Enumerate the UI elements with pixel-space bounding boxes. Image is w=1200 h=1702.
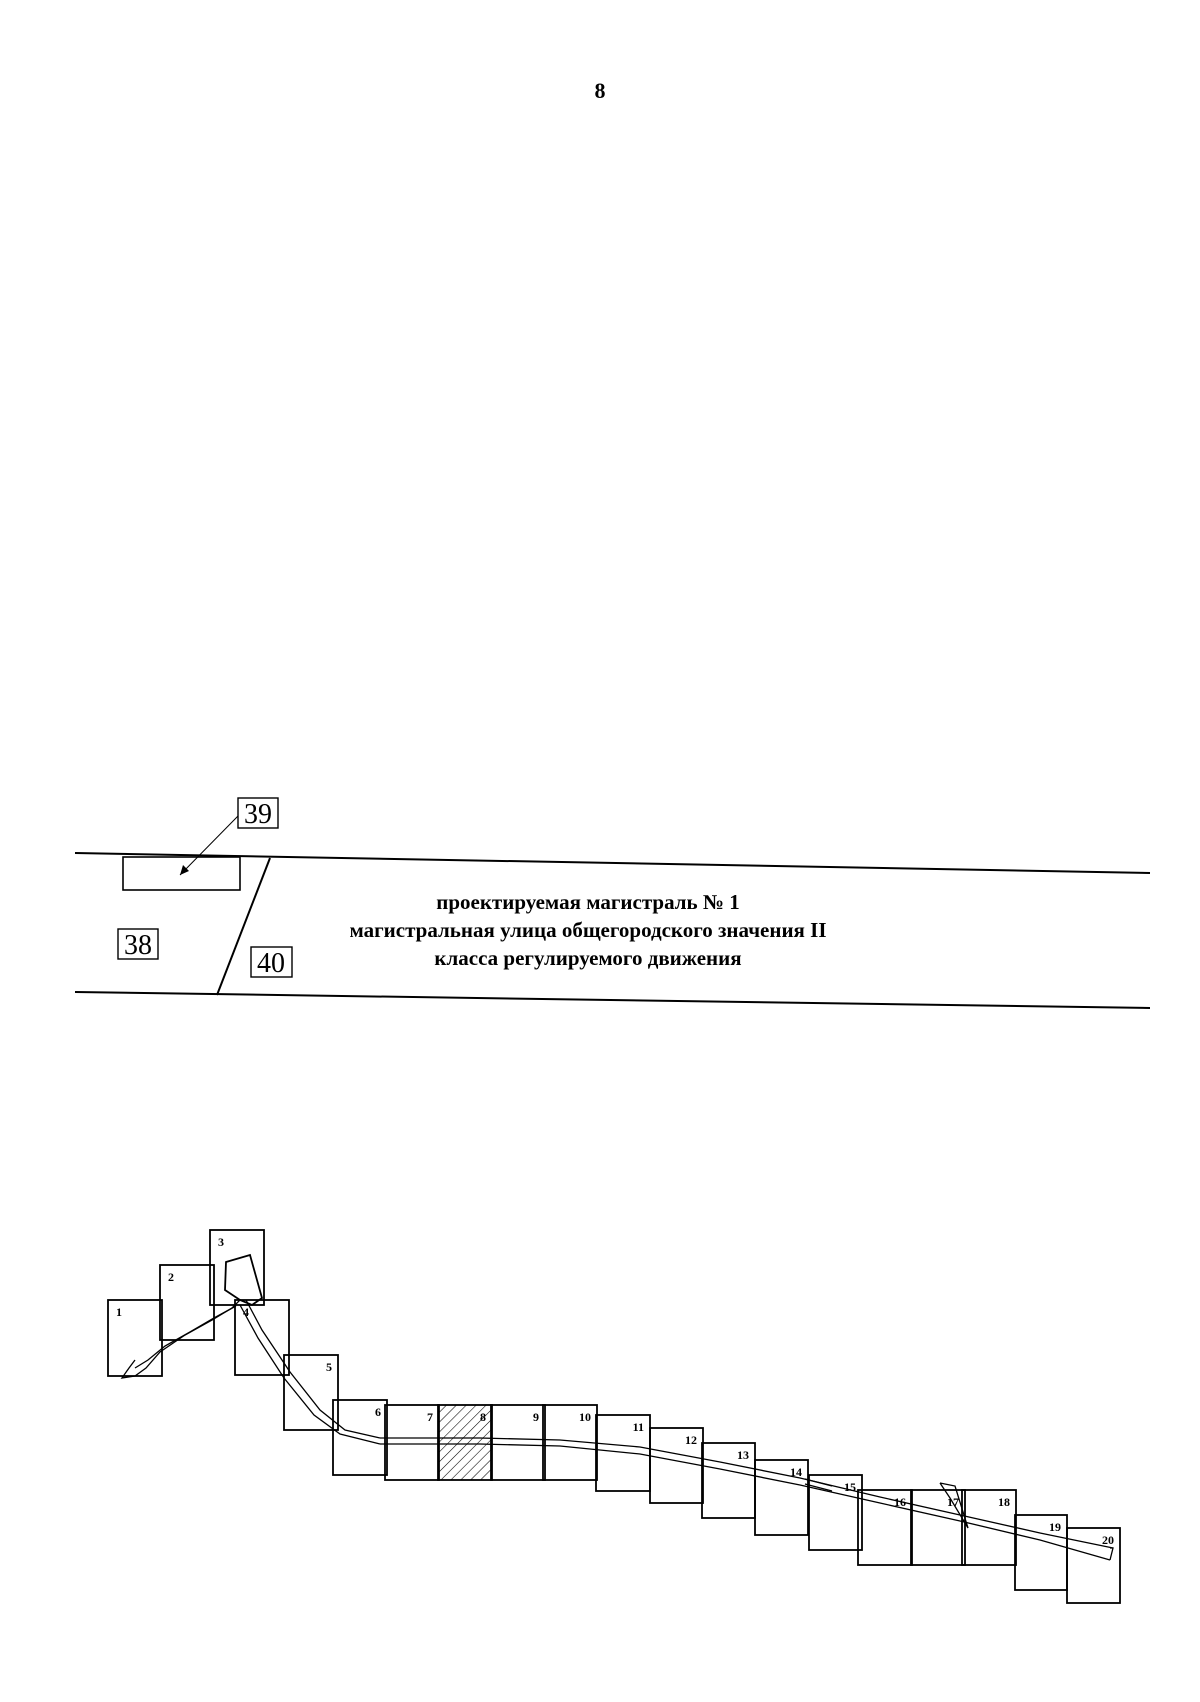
leader-arrowhead [180, 865, 189, 875]
sheet-box [754, 1459, 809, 1536]
sheet-box [808, 1474, 863, 1551]
sheet-box [910, 1489, 966, 1566]
sheet-number: 5 [326, 1360, 332, 1374]
route-line [245, 1299, 381, 1439]
sheet-number: 6 [375, 1405, 381, 1419]
sheet-box [283, 1354, 339, 1431]
route-line [380, 1443, 1111, 1561]
parcel-39-box [237, 797, 279, 829]
sheet-number: 11 [633, 1420, 644, 1434]
sheet-number: 1 [116, 1305, 122, 1319]
parcel-38-box [117, 928, 159, 960]
sheet-box [159, 1264, 215, 1341]
sheet-box [209, 1229, 265, 1306]
page-number: 8 [594, 78, 606, 103]
road-bottom-line [74, 991, 1151, 1009]
sheet-number: 14 [790, 1465, 802, 1479]
road-label-line-3: класса регулируемого движения [434, 946, 741, 970]
parcel-40-label: 40 [257, 948, 285, 979]
road-boundary-lines [74, 852, 1151, 1009]
sheet-number: 10 [579, 1410, 591, 1424]
sheet-number: 7 [427, 1410, 433, 1424]
route-line [380, 1437, 1114, 1549]
sheet-box [234, 1299, 290, 1376]
route-line [939, 1482, 969, 1529]
sheet-number: 13 [737, 1448, 749, 1462]
sheet-number: 2 [168, 1270, 174, 1284]
sheet-number: 12 [685, 1433, 697, 1447]
route-line [120, 1299, 241, 1379]
sheet-number: 15 [844, 1480, 856, 1494]
sheet-box [857, 1489, 913, 1566]
road-label-line-1: проектируемая магистраль № 1 [436, 890, 740, 914]
route-line [804, 1478, 833, 1492]
parcel-38-label: 38 [124, 930, 152, 961]
parcel-39-outline [122, 856, 241, 891]
sheet-number: 3 [218, 1235, 224, 1249]
sheet-number: 4 [243, 1305, 249, 1319]
route-line [224, 1253, 264, 1307]
leader-line [179, 815, 239, 876]
parcel-40-box [250, 946, 293, 978]
parcel-divider-line [216, 857, 271, 996]
route-line [239, 1304, 381, 1445]
sheet-box [490, 1404, 546, 1481]
route-line [1109, 1547, 1114, 1561]
sheet-number: 16 [894, 1495, 906, 1509]
sheet-number: 20 [1102, 1533, 1114, 1547]
sheet-number: 9 [533, 1410, 539, 1424]
sheet-number: 17 [947, 1495, 959, 1509]
sheet-number: 19 [1049, 1520, 1061, 1534]
sheet-number: 18 [998, 1495, 1010, 1509]
parcel-39-label: 39 [244, 799, 272, 830]
sheet-number: 8 [480, 1410, 486, 1424]
sheet-box [542, 1404, 598, 1481]
road-top-line [74, 852, 1151, 874]
sheet-box-highlighted [437, 1404, 493, 1481]
sheet-box [1066, 1527, 1121, 1604]
road-label-line-2: магистральная улица общегородского значе… [349, 918, 826, 942]
route-line [134, 1305, 237, 1369]
